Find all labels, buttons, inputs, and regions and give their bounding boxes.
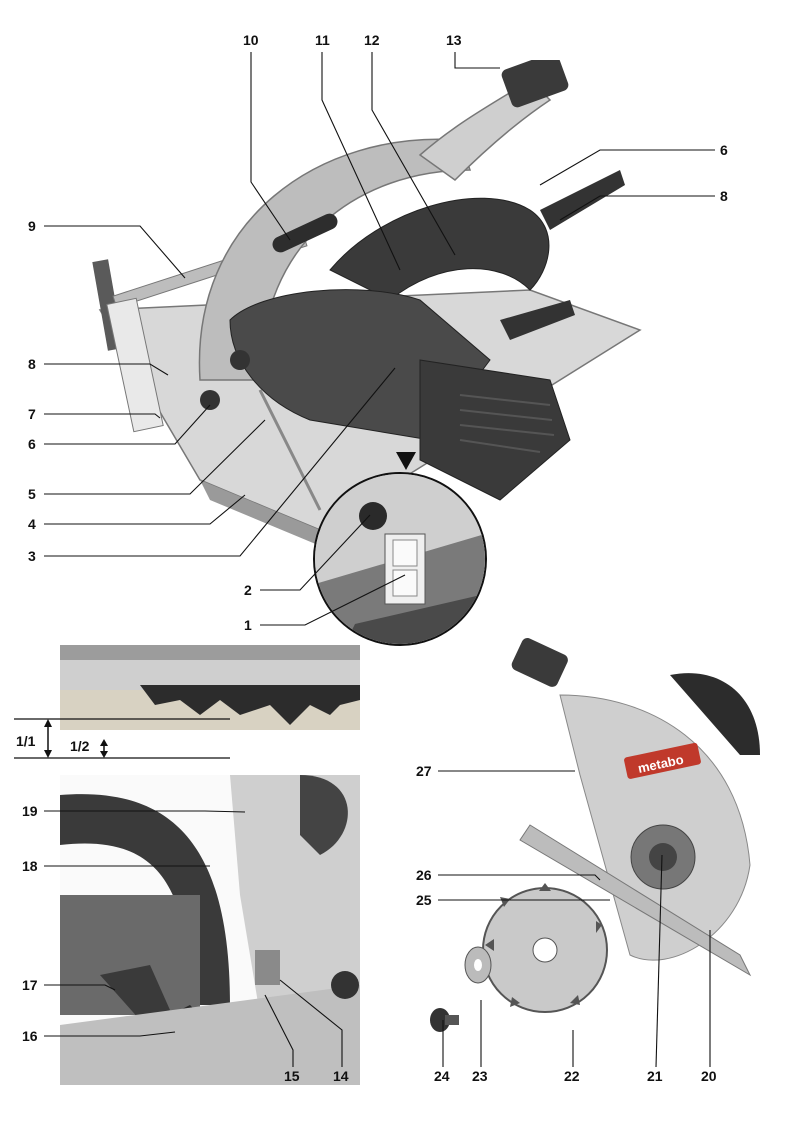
callout-6-left: 6 [28,436,36,452]
callout-15: 15 [284,1068,300,1084]
blade-depth-photo [60,645,360,745]
switch-inset-photo [313,472,487,646]
callout-12: 12 [364,32,380,48]
inset-pointer [396,452,416,470]
callout-16: 16 [22,1028,38,1044]
depth-half-mark: 1/2 [70,738,89,754]
callout-25: 25 [416,892,432,908]
callout-20: 20 [701,1068,717,1084]
callout-8-right: 8 [720,188,728,204]
callout-8-left: 8 [28,356,36,372]
callout-13: 13 [446,32,462,48]
bottom-left-photo [60,775,360,1085]
callout-9: 9 [28,218,36,234]
bottom-right-photo: metabo [420,635,760,1085]
callout-27: 27 [416,763,432,779]
callout-18: 18 [22,858,38,874]
callout-11: 11 [315,32,330,48]
switch-inset-illustration [315,474,485,644]
callout-5: 5 [28,486,36,502]
blade-depth-illustration [60,645,360,745]
callout-3: 3 [28,548,36,564]
callout-22: 22 [564,1068,580,1084]
callout-17: 17 [22,977,38,993]
callout-23: 23 [472,1068,488,1084]
callout-24: 24 [434,1068,450,1084]
callout-7: 7 [28,406,36,422]
depth-full-mark: 1/1 [16,733,35,749]
callout-4: 4 [28,516,36,532]
callout-10: 10 [243,32,259,48]
saw-side-illustration [60,775,360,1085]
callout-2: 2 [244,582,252,598]
callout-1: 1 [244,617,252,633]
callout-19: 19 [22,803,38,819]
blade-change-illustration: metabo [420,635,760,1085]
callout-21: 21 [647,1068,663,1084]
callout-26: 26 [416,867,432,883]
callout-6-right: 6 [720,142,728,158]
callout-14: 14 [333,1068,349,1084]
